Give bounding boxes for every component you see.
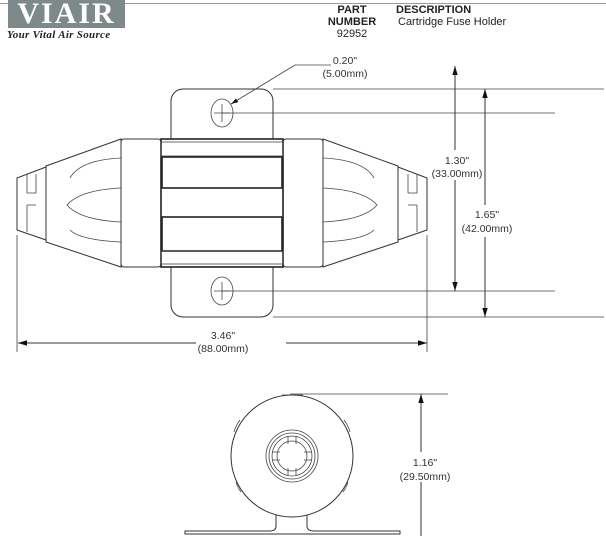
hole-spacing-in: 1.30" [445,155,469,167]
description-label: DESCRIPTION [396,4,472,16]
left-cone [45,138,122,268]
wire-opening [276,440,308,472]
length-in: 3.46" [211,330,235,342]
dimension-lines [16,64,604,354]
right-end-cap [397,166,428,241]
part-number-label: PART NUMBER [327,4,377,28]
end-cap-circle [230,394,354,518]
left-end-cap [16,166,47,241]
left-ring [120,138,162,268]
length-mm: (88.00mm) [198,343,249,355]
fuse-holder-end-view [184,394,401,535]
description-value: Cartridge Fuse Holder [398,16,507,28]
height-mm: (29.50mm) [400,471,451,483]
logo-tagline: Your Vital Air Source [7,29,111,41]
hole-dim-in: 0.20" [333,55,357,67]
part-number-block: PART NUMBER 92952 [316,4,388,40]
hole-spacing-mm: (33.00mm) [432,168,483,180]
top-border [0,3,606,4]
description-block: DESCRIPTION Cartridge Fuse Holder [396,4,506,28]
part-number-value: 92952 [336,28,368,40]
fuse-window-bottom [161,216,283,252]
hole-dim-mm: (5.00mm) [323,68,368,80]
viair-logo: VIAIR [8,0,125,28]
height-in: 1.16" [413,457,437,469]
fuse-holder-top-view [16,88,428,318]
plate-height-mm: (42.00mm) [462,223,513,235]
fuse-window-top [161,156,283,189]
right-cone [322,138,399,268]
right-ring [282,138,324,268]
plate-height-in: 1.65" [475,209,499,221]
